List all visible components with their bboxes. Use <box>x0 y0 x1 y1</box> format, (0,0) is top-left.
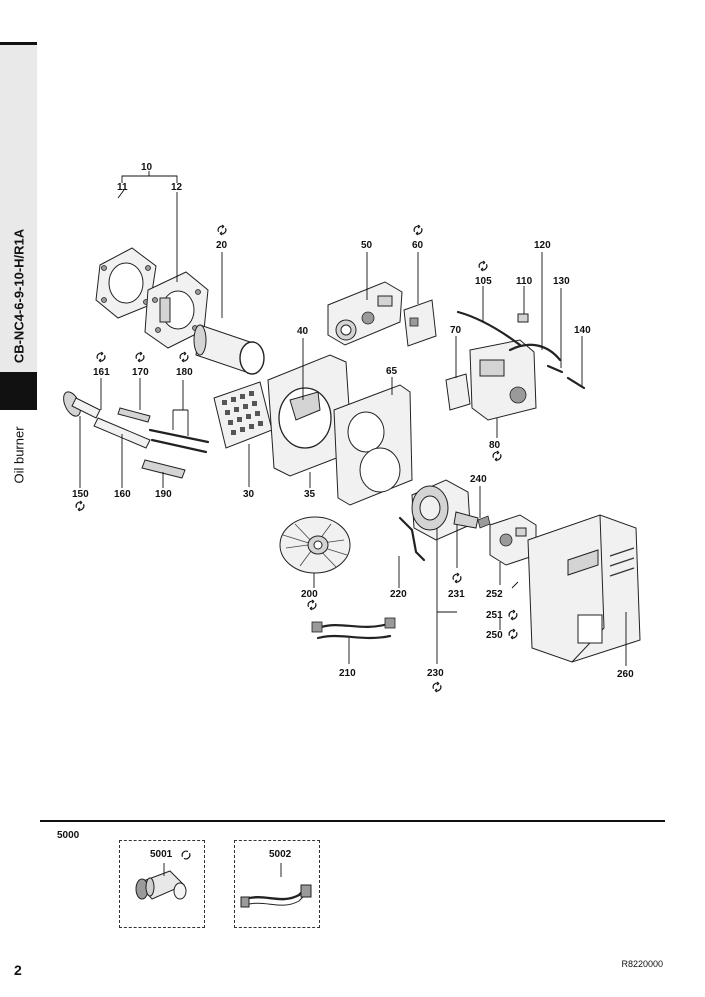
label-161: 161 <box>93 367 110 378</box>
kit-5002-label: 5002 <box>269 849 292 860</box>
part-30-air-intake-grid <box>213 381 273 487</box>
part-190-electrode-holder <box>141 459 186 488</box>
label-150: 150 <box>72 489 89 500</box>
part-210-oil-hoses <box>311 617 396 664</box>
label-35: 35 <box>304 489 316 500</box>
part-160-nozzle-holder <box>93 417 151 488</box>
accessories-section-code: 5000 <box>57 830 80 841</box>
label-130: 130 <box>553 276 570 287</box>
label-80: 80 <box>489 440 501 451</box>
label-250: 250 <box>486 630 503 641</box>
part-50-control-unit <box>327 252 403 346</box>
label-200: 200 <box>301 589 318 600</box>
label-20: 20 <box>216 240 228 251</box>
group-10-bracket <box>121 171 178 183</box>
part-20-flame-tube <box>193 252 265 375</box>
label-252: 252 <box>486 589 503 600</box>
section-divider <box>40 820 665 822</box>
label-11: 11 <box>117 182 128 193</box>
part-120-cable-harness <box>508 252 562 362</box>
label-12: 12 <box>171 182 183 193</box>
part-180-electrodes <box>148 380 210 454</box>
part-231-coupling <box>437 525 458 613</box>
label-10: 10 <box>141 162 153 173</box>
page-number: 2 <box>14 962 22 978</box>
part-labels: 10 11 12 20 50 60 120 105 110 130 40 70 … <box>72 162 634 680</box>
part-220-pipe <box>398 516 426 588</box>
part-170-bracket <box>117 378 151 423</box>
part-200-fan-wheel <box>279 516 351 588</box>
part-260-cover <box>527 514 641 666</box>
sidebar-marker <box>0 372 37 410</box>
exploded-parts-diagram: 10 11 12 20 50 60 120 105 110 130 40 70 … <box>63 162 641 693</box>
sidebar-strip <box>0 42 37 375</box>
drawing-reference: R8220000 <box>621 959 663 969</box>
kit-5002-box: 5002 <box>234 840 320 928</box>
label-260: 260 <box>617 669 634 680</box>
kit-5001-nipple-drawing <box>135 850 191 900</box>
label-30: 30 <box>243 489 255 500</box>
label-60: 60 <box>412 240 424 251</box>
kit-5001-box: 5001 <box>119 840 205 928</box>
label-65: 65 <box>386 366 398 377</box>
label-251: 251 <box>486 610 503 621</box>
kit-5002-hose-drawing <box>240 863 312 908</box>
label-160: 160 <box>114 489 131 500</box>
label-230: 230 <box>427 668 444 679</box>
label-180: 180 <box>176 367 193 378</box>
part-252-oil-pump <box>489 514 537 630</box>
part-130-sensor <box>546 288 564 374</box>
kit-5001-label: 5001 <box>150 849 173 860</box>
label-240: 240 <box>470 474 487 485</box>
label-231: 231 <box>448 589 465 600</box>
part-150-nozzle-assembly <box>63 391 101 488</box>
part-230-motor <box>411 479 479 664</box>
part-35-housing <box>267 338 353 488</box>
part-80-motor-assembly <box>469 339 537 438</box>
part-140-probe <box>566 336 586 390</box>
part-12-flange <box>144 192 209 349</box>
part-60-module <box>403 252 437 347</box>
label-40: 40 <box>297 326 309 337</box>
label-70: 70 <box>450 325 462 336</box>
label-50: 50 <box>361 240 373 251</box>
part-65-mounting-plate <box>333 377 413 506</box>
label-105: 105 <box>475 276 492 287</box>
label-120: 120 <box>534 240 551 251</box>
part-11-gasket <box>95 189 157 319</box>
part-110-connector <box>517 286 529 323</box>
label-190: 190 <box>155 489 172 500</box>
part-70-relay <box>445 336 471 411</box>
part-240-screw <box>477 486 491 529</box>
label-210: 210 <box>339 668 356 679</box>
label-170: 170 <box>132 367 149 378</box>
label-110: 110 <box>516 276 533 287</box>
label-140: 140 <box>574 325 591 336</box>
part-105-cable <box>456 286 522 347</box>
label-220: 220 <box>390 589 407 600</box>
